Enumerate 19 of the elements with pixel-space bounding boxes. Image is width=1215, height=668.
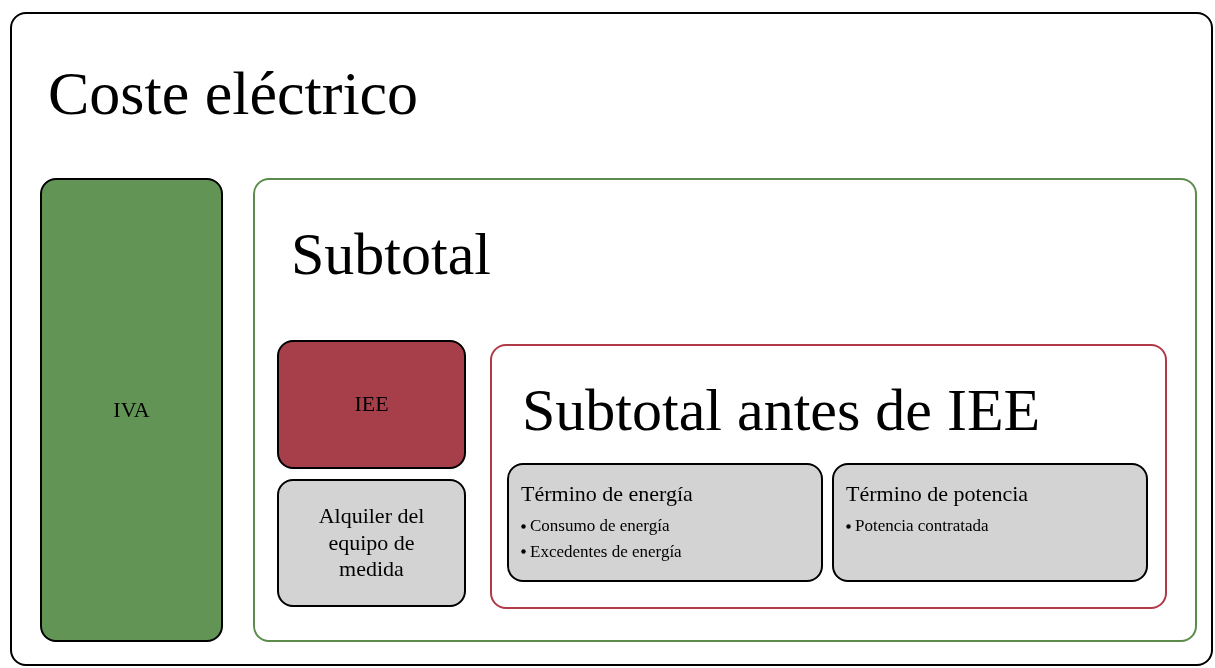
bullet-text: Potencia contratada [855,516,989,535]
box-label: IEE [354,391,389,418]
box-heading: Término de energía [521,481,694,507]
group-title: Subtotal antes de IEE [522,380,1041,440]
group-title: Subtotal [291,224,491,284]
group-title: Coste eléctrico [48,62,419,124]
component-box [277,479,466,607]
outer-container [10,12,1213,666]
box-label: Alquiler del equipo de medida [317,503,426,583]
component-box [507,463,823,582]
bullet-text: Excedentes de energía [530,541,682,561]
component-box [832,463,1148,582]
bullet-text: Consumo de energía [530,516,670,535]
tax-bar [40,178,223,642]
group-container [490,344,1167,609]
tax-box [277,340,466,469]
box-label: IVA [113,396,150,424]
group-container [253,178,1197,642]
box-heading: Término de potencia [846,481,1030,507]
